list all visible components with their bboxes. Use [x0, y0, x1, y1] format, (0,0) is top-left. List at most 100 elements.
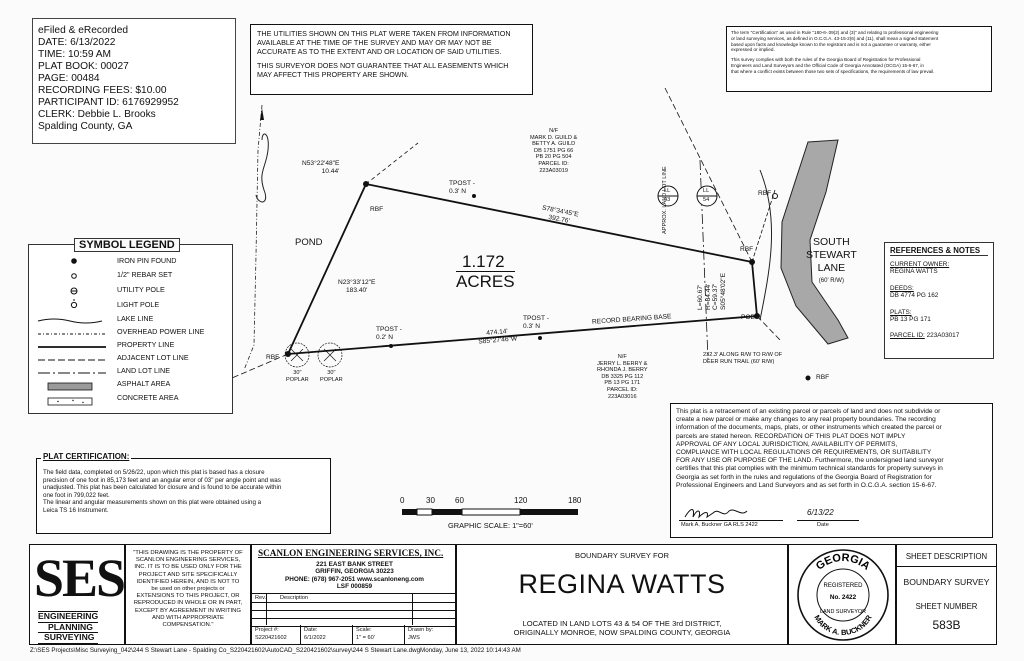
cert-def-line: The term "Certification" as used in Rule… — [731, 30, 939, 35]
sheet-number-label: SHEET NUMBER — [915, 602, 978, 611]
deeds-label: DEEDS: — [890, 284, 914, 292]
south-adjacent-owner: N/F JERRY L. BERRY & RHONDA J. BERRY DB … — [597, 354, 648, 400]
tpost-offset: 0.3' N — [523, 322, 541, 330]
adjacent-line: N/F — [617, 354, 627, 360]
easement-line: MAY AFFECT THIS PROPERTY ARE SHOWN. — [257, 70, 409, 79]
scale-tick: 30 — [426, 496, 435, 505]
utilities-note: THE UTILITIES SHOWN ON THIS PLAT WERE TA… — [250, 24, 533, 95]
road-width: (60' R/W) — [818, 278, 844, 284]
seal-name: MARK A. BUCKNER — [812, 613, 874, 637]
signature-date-value: 6/13/22 — [807, 508, 834, 517]
sheet-number: 583B — [932, 618, 961, 632]
tpost-offset: 0.2' N — [376, 333, 394, 341]
seal-registered: REGISTERED — [823, 583, 863, 589]
adjacent-line: N/F — [549, 128, 559, 134]
tree-type: POPLAR — [320, 376, 343, 383]
recording-lines: eFiled & eRecorded DATE: 6/13/2022 TIME:… — [38, 25, 235, 133]
legend-symbols — [37, 258, 106, 406]
tree-size: 30" — [327, 370, 336, 376]
scale-bar — [402, 508, 578, 516]
south-call: 474.14' S85°27'46"W — [477, 327, 517, 346]
record-bearing-base: RECORD BEARING BASE — [591, 313, 672, 326]
description-header: Description — [280, 595, 308, 601]
date-value: 6/1/2022 — [304, 635, 326, 641]
scale-value: 1" = 60' — [356, 635, 375, 641]
notice-line: PROJECT AND SITE SPECIFICALLY — [138, 571, 238, 578]
sheet-description-label: SHEET DESCRIPTION — [905, 552, 988, 561]
land-lot-prefix: LL — [703, 188, 710, 194]
disclaimer-line: create a new parcel or make any changes … — [676, 416, 936, 424]
parcel-label: PARCEL ID: — [890, 332, 925, 340]
recording-line: eFiled & eRecorded — [38, 25, 129, 36]
recording-line: PAGE: 00484 — [38, 73, 100, 84]
recording-line: PLAT BOOK: 00027 — [38, 61, 129, 72]
svg-text:MARK A. BUCKNER: MARK A. BUCKNER — [812, 613, 874, 637]
owner-label: CURRENT OWNER: — [890, 261, 950, 268]
scale-tick: 0 — [400, 496, 405, 505]
signer-name: Mark A. Buckner GA RLS 2422 — [681, 522, 758, 528]
adjacent-line: DB 3325 PG 112 — [601, 373, 644, 380]
cert-def-line: that where a conflict exists between tho… — [731, 68, 935, 74]
land-lot-54: 54 — [703, 197, 710, 203]
firm-address: GRIFFIN, GEORGIA 30223 — [315, 568, 394, 576]
firm-name: SCANLON ENGINEERING SERVICES, INC. — [258, 548, 444, 558]
area-value: 1.172 — [462, 252, 505, 271]
notice-line: EXCEPT BY AGREEMENT IN WRITING — [134, 607, 242, 614]
seal-bottom: LAND SURVEYOR — [820, 609, 866, 615]
adjacent-line: PB 13 PG 171 — [604, 380, 641, 387]
disclaimer-line: FOR ANY USE OR PURPOSE OF THE LAND. Furt… — [676, 457, 944, 465]
west-call: N23°33'12"E 183.40' — [338, 279, 375, 294]
disclaimer-line: This plat is a retracement of an existin… — [676, 408, 941, 415]
sheet-info: SHEET DESCRIPTION BOUNDARY SURVEY SHEET … — [896, 544, 997, 645]
legend-item: ADJACENT LOT LINE — [117, 352, 189, 362]
tree-size: 30" — [293, 370, 302, 376]
retracement-disclaimer: This plat is a retracement of an existin… — [670, 403, 993, 538]
rbf-label: RBF — [370, 206, 384, 213]
notice-line: AND WITH APPROPRIATE — [152, 614, 224, 621]
recording-line: PARTICIPANT ID: 6176929952 — [38, 97, 179, 108]
pond-label: POND — [295, 237, 323, 248]
nw-call: N53°22'48"E 10.44' — [302, 160, 339, 175]
legend-item: IRON PIN FOUND — [117, 256, 177, 265]
drawn-value: JWS — [408, 635, 420, 641]
scale-tick: 180 — [568, 496, 582, 505]
ses-logo-box: SES ENGINEERING PLANNING SURVEYING — [29, 544, 126, 645]
plat-cert-title: PLAT CERTIFICATION: — [41, 452, 132, 461]
firm-address: 221 EAST BANK STREET — [316, 561, 393, 568]
distance: 183.40' — [346, 286, 368, 294]
poplar-label: 30" POPLAR — [320, 370, 343, 383]
adjacent-line: PB 20 PG 504 — [535, 154, 572, 161]
recording-line: TIME: 10:59 AM — [38, 49, 112, 60]
north-call: S78°34'45"E 392.76' — [540, 205, 579, 227]
plat-cert-line: The linear and angular measurements show… — [43, 499, 262, 507]
plat-cert-line: one foot in 799,022 feet. — [43, 491, 110, 499]
tpost-label: TPOST - — [523, 315, 549, 322]
curve-value: S05°48'02"E — [719, 272, 727, 310]
firm-phone: PHONE: (678) 967-2051 www.scanloneng.com — [285, 575, 424, 583]
curve-data: L=60.67' R=84.44' C=59.37' S05°48'02"E — [697, 273, 727, 310]
notice-line: SCANLON ENGINEERING SERVICES, — [135, 557, 241, 564]
recording-line: DATE: 6/13/2022 — [38, 37, 116, 48]
disclaimer-line: COMPLIANCE WITH LOCAL REGULATIONS OR REQ… — [676, 449, 932, 457]
surveyor-seal: GEORGIA MARK A. BUCKNER REGISTERED No. 2… — [797, 549, 889, 641]
utilities-line: AVAILABLE AT THE TIME OF THE SURVEY AND … — [257, 38, 492, 47]
survey-for-label: BOUNDARY SURVEY FOR — [575, 551, 669, 560]
disclaimer-line: Georgia as set forth in the rules and re… — [676, 473, 932, 481]
disclaimer-line: certifies that this plat complies with t… — [676, 465, 943, 473]
drawn-label: Drawn by: — [408, 627, 434, 633]
sheet-description: BOUNDARY SURVEY — [903, 577, 990, 587]
disclaimer-line: APPROVAL OF ANY LOCAL JURISDICTION, AVAI… — [676, 440, 898, 448]
seal-number: No. 2422 — [830, 594, 857, 601]
svg-text:GEORGIA: GEORGIA — [814, 552, 872, 573]
tpost-south-east: TPOST - 0.3' N — [523, 315, 549, 330]
tie-line: DEER RUN TRAIL (60' R/W) — [703, 358, 775, 365]
adjacent-line: RHONDA J. BERRY — [597, 367, 648, 374]
recording-stamp: eFiled & eRecorded DATE: 6/13/2022 TIME:… — [32, 18, 236, 144]
recording-line: Spalding County, GA — [38, 121, 133, 132]
notice-line: COMPENSATION." — [162, 622, 214, 629]
adjacent-line: 223A03016 — [607, 393, 637, 400]
tie-note: 232.3' ALONG R/W TO R/W OF DEER RUN TRAI… — [703, 352, 782, 365]
scale-tick: 60 — [455, 496, 464, 505]
cert-def-line: based upon facts and knowledge known to … — [731, 41, 931, 47]
